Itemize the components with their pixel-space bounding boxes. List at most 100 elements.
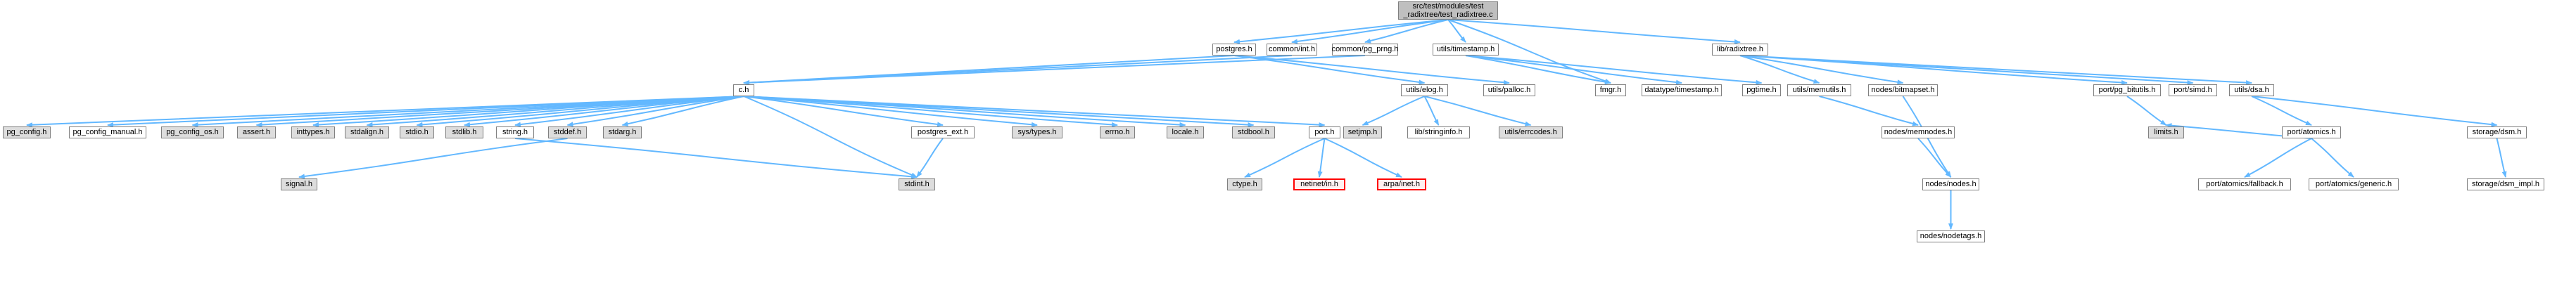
node-common-pg-prng-h[interactable]: common/pg_prng.h: [1332, 44, 1398, 56]
edge-postgres-h-to-utils-elog-h: [1233, 55, 1426, 85]
node-sys-types-h[interactable]: sys/types.h: [1012, 126, 1062, 138]
edge-utils-dsa-h-to-port-atomics-h: [2251, 96, 2312, 126]
node-stdbool-h[interactable]: stdbool.h: [1232, 126, 1275, 138]
edge-utils-elog-h-to-lib-stringinfo-h: [1423, 96, 1440, 126]
node-port-h[interactable]: port.h: [1309, 126, 1340, 138]
node-nodes-nodetags-h[interactable]: nodes/nodetags.h: [1917, 230, 1985, 242]
edge-c-h-to-stdlib-h: [464, 96, 744, 127]
edge-utils-timestamp-h-to-fmgr-h: [1465, 55, 1611, 85]
node-nodes-memnodes-h[interactable]: nodes/memnodes.h: [1882, 126, 1955, 138]
edge-c-h-to-stdio-h: [416, 96, 744, 127]
edge-utils-timestamp-h-to-pgtime-h: [1465, 55, 1763, 85]
edge-postgres-ext-h-to-stdint-h: [916, 138, 944, 178]
node-setjmp-h[interactable]: setjmp.h: [1343, 126, 1382, 138]
node-stdarg-h[interactable]: stdarg.h: [603, 126, 642, 138]
edge-lib-radixtree-h-to-utils-memutils-h: [1739, 55, 1820, 84]
node-stdio-h[interactable]: stdio.h: [400, 126, 434, 138]
node-port-atomics-fallback-h[interactable]: port/atomics/fallback.h: [2198, 178, 2291, 190]
node-common-int-h[interactable]: common/int.h: [1267, 44, 1317, 56]
edge-c-h-to-stdbool-h: [743, 96, 1255, 128]
node-port-atomics-h[interactable]: port/atomics.h: [2282, 126, 2341, 138]
node-stdalign-h[interactable]: stdalign.h: [345, 126, 389, 138]
edge-port-atomics-h-to-port-atomics-fallback-h: [2244, 138, 2312, 178]
edge-c-h-to-pg-config-manual-h: [107, 96, 744, 128]
node-stddef-h[interactable]: stddef.h: [548, 126, 587, 138]
edge-c-h-to-stdalign-h: [366, 96, 744, 127]
edge-root-to-lib-radixtree-h: [1447, 19, 1741, 44]
edge-c-h-to-string-h: [514, 96, 744, 127]
node-storage-dsm-h[interactable]: storage/dsm.h: [2467, 126, 2527, 138]
edge-c-h-to-postgres-ext-h: [743, 96, 944, 127]
edge-utils-dsa-h-to-storage-dsm-h: [2251, 96, 2498, 127]
edge-c-h-to-stdarg-h: [621, 96, 744, 126]
node-lib-radixtree-h[interactable]: lib/radixtree.h: [1712, 44, 1768, 56]
edge-c-h-to-assert-h: [255, 96, 744, 128]
node-pg-config-manual-h[interactable]: pg_config_manual.h: [69, 126, 146, 138]
edge-port-h-to-netinet-in-h: [1317, 138, 1326, 178]
edge-c-h-to-port-h: [743, 96, 1326, 128]
edge-nodes-memnodes-h-to-nodes-nodes-h: [1917, 138, 1952, 178]
node-nodes-bitmapset-h[interactable]: nodes/bitmapset.h: [1868, 84, 1938, 96]
edge-port-atomics-h-to-port-atomics-generic-h: [2311, 138, 2354, 178]
edge-c-h-to-sys-types-h: [743, 96, 1038, 127]
node-netinet-in-h[interactable]: netinet/in.h: [1293, 178, 1345, 190]
node-locale-h[interactable]: locale.h: [1167, 126, 1204, 138]
edge-lib-radixtree-h-to-nodes-bitmapset-h: [1739, 55, 1904, 85]
node-errno-h[interactable]: errno.h: [1100, 126, 1135, 138]
node-utils-memutils-h[interactable]: utils/memutils.h: [1787, 84, 1851, 96]
node-lib-stringinfo-h[interactable]: lib/stringinfo.h: [1407, 126, 1470, 138]
edge-utils-memutils-h-to-nodes-memnodes-h: [1819, 96, 1919, 126]
node-string-h[interactable]: string.h: [496, 126, 534, 138]
edge-common-int-h-to-c-h: [743, 55, 1293, 86]
node-root[interactable]: src/test/modules/test _radixtree/test_ra…: [1398, 1, 1498, 20]
node-inttypes-h[interactable]: inttypes.h: [291, 126, 335, 138]
node-c-h[interactable]: c.h: [733, 84, 754, 96]
edge-utils-elog-h-to-utils-errcodes-h: [1424, 96, 1532, 126]
edge-storage-dsm-h-to-storage-dsm-impl-h: [2496, 138, 2507, 178]
edge-port-h-to-ctype-h: [1244, 138, 1325, 178]
node-port-atomics-generic-h[interactable]: port/atomics/generic.h: [2309, 178, 2399, 190]
node-datatype-timestamp-h[interactable]: datatype/timestamp.h: [1642, 84, 1722, 96]
node-storage-dsm-impl-h[interactable]: storage/dsm_impl.h: [2467, 178, 2544, 190]
node-signal-h[interactable]: signal.h: [281, 178, 317, 190]
node-port-simd-h[interactable]: port/simd.h: [2169, 84, 2217, 96]
edge-c-h-to-errno-h: [743, 96, 1118, 127]
node-limits-h[interactable]: limits.h: [2148, 126, 2184, 138]
node-stdlib-h[interactable]: stdlib.h: [445, 126, 483, 138]
node-utils-dsa-h[interactable]: utils/dsa.h: [2229, 84, 2274, 96]
node-pg-config-os-h[interactable]: pg_config_os.h: [161, 126, 224, 138]
edge-root-to-common-pg-prng-h: [1364, 19, 1449, 44]
node-fmgr-h[interactable]: fmgr.h: [1595, 84, 1626, 96]
node-utils-palloc-h[interactable]: utils/palloc.h: [1483, 84, 1535, 96]
node-pg-config-h[interactable]: pg_config.h: [3, 126, 51, 138]
edge-lib-radixtree-h-to-port-simd-h: [1739, 55, 2194, 86]
edge-port-pg-bitutils-h-to-limits-h: [2126, 96, 2167, 126]
edge-port-h-to-arpa-inet-h: [1324, 138, 1402, 178]
node-assert-h[interactable]: assert.h: [237, 126, 276, 138]
node-utils-errcodes-h[interactable]: utils/errcodes.h: [1499, 126, 1563, 138]
edge-c-h-to-pg-config-h: [26, 96, 744, 128]
edge-c-h-to-locale-h: [743, 96, 1186, 128]
node-utils-elog-h[interactable]: utils/elog.h: [1401, 84, 1448, 96]
edge-postgres-h-to-c-h: [743, 55, 1235, 86]
edge-common-pg-prng-h-to-c-h: [743, 55, 1366, 86]
node-arpa-inet-h[interactable]: arpa/inet.h: [1377, 178, 1426, 190]
edge-utils-timestamp-h-to-datatype-timestamp-h: [1465, 55, 1682, 85]
edge-postgres-h-to-utils-palloc-h: [1233, 55, 1510, 85]
edge-stddef-h-to-signal-h: [298, 138, 568, 179]
node-postgres-ext-h[interactable]: postgres_ext.h: [911, 126, 975, 138]
node-utils-timestamp-h[interactable]: utils/timestamp.h: [1433, 44, 1499, 56]
node-stdint-h[interactable]: stdint.h: [899, 178, 935, 190]
edge-lib-radixtree-h-to-utils-dsa-h: [1739, 55, 2252, 86]
edge-c-h-to-stddef-h: [566, 96, 744, 127]
edge-c-h-to-stdint-h: [743, 96, 918, 178]
node-postgres-h[interactable]: postgres.h: [1212, 44, 1256, 56]
edge-root-to-common-int-h: [1291, 19, 1449, 44]
edge-string-h-to-stdint-h: [514, 138, 918, 179]
node-ctype-h[interactable]: ctype.h: [1227, 178, 1262, 190]
node-port-pg-bitutils-h[interactable]: port/pg_bitutils.h: [2093, 84, 2161, 96]
edge-c-h-to-pg-config-os-h: [191, 96, 744, 128]
node-pgtime-h[interactable]: pgtime.h: [1742, 84, 1781, 96]
node-nodes-nodes-h[interactable]: nodes/nodes.h: [1922, 178, 1979, 190]
